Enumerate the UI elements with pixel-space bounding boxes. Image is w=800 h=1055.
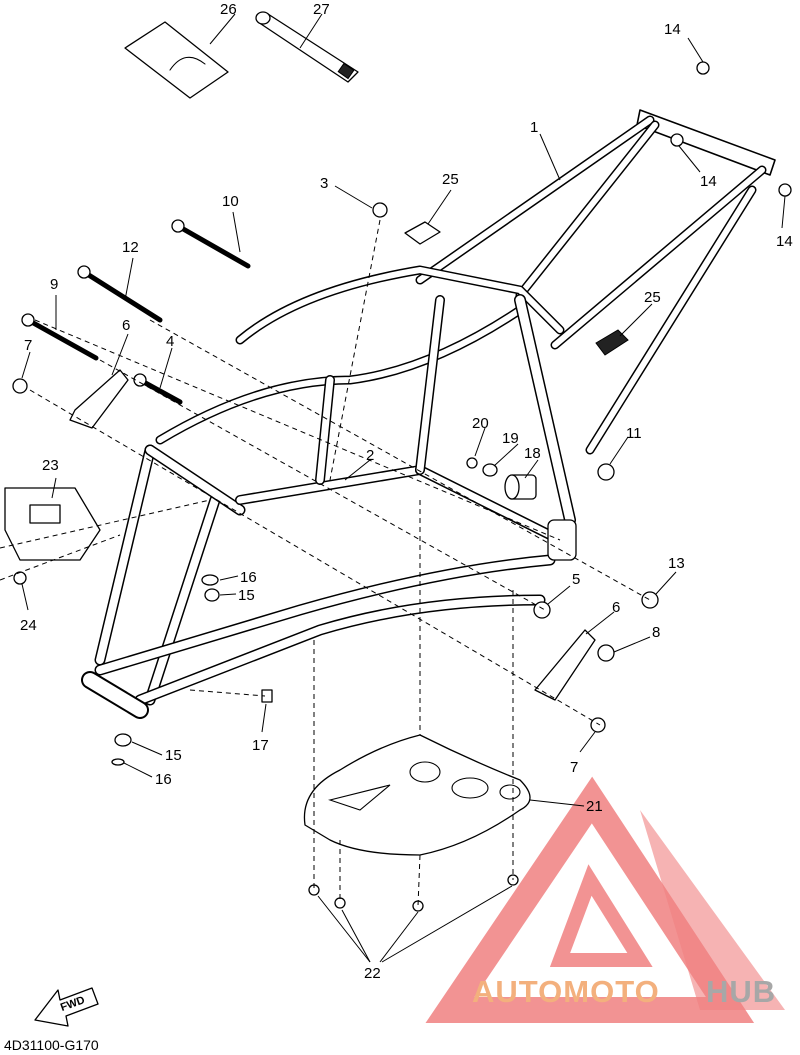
damper-25-top bbox=[404, 221, 441, 245]
bolt-4 bbox=[133, 373, 183, 405]
watermark-text-hub: HUB bbox=[706, 974, 776, 1009]
nut-14-mid bbox=[670, 133, 684, 147]
bracket-6-right bbox=[534, 629, 596, 701]
callout-7-right: 7 bbox=[570, 759, 578, 776]
bolt-15-16-mid bbox=[201, 574, 220, 602]
bolt-3 bbox=[372, 202, 388, 218]
bracket-6-left bbox=[69, 369, 129, 429]
callout-4: 4 bbox=[166, 333, 174, 350]
callout-15-low: 15 bbox=[165, 747, 182, 764]
bolt-12 bbox=[77, 265, 163, 323]
rubber-18 bbox=[504, 474, 537, 500]
callout-14-top: 14 bbox=[664, 21, 681, 38]
callout-25-right: 25 bbox=[644, 289, 661, 306]
bolts-22 bbox=[308, 874, 519, 912]
callout-16-low: 16 bbox=[155, 771, 172, 788]
watermark-text-automoto: AUTOMOTO bbox=[472, 974, 660, 1009]
callout-18: 18 bbox=[524, 445, 541, 462]
callout-12: 12 bbox=[122, 239, 139, 256]
bracket-23 bbox=[4, 487, 101, 561]
watermark-logo bbox=[425, 776, 785, 1023]
bolt-9 bbox=[21, 313, 99, 361]
callout-24: 24 bbox=[20, 617, 37, 634]
bolt-15-16-low bbox=[111, 733, 132, 766]
callout-13: 13 bbox=[668, 555, 685, 572]
callout-20: 20 bbox=[472, 415, 489, 432]
callout-14-mid: 14 bbox=[700, 173, 717, 190]
nut-11 bbox=[597, 463, 615, 481]
callout-3: 3 bbox=[320, 175, 328, 192]
callout-11: 11 bbox=[626, 425, 642, 442]
part-27-tube bbox=[255, 11, 359, 83]
callout-21: 21 bbox=[586, 798, 603, 815]
nut-14-right bbox=[778, 183, 792, 197]
leader-lines bbox=[21, 13, 786, 963]
nut-7-right bbox=[590, 717, 606, 733]
callout-6-right: 6 bbox=[612, 599, 620, 616]
callout-22: 22 bbox=[364, 965, 381, 982]
nut-13 bbox=[641, 591, 659, 609]
callout-1: 1 bbox=[530, 119, 538, 136]
callout-25-top: 25 bbox=[442, 171, 459, 188]
callout-9: 9 bbox=[50, 276, 58, 293]
nut-8 bbox=[597, 644, 615, 662]
nut-7-left bbox=[12, 378, 28, 394]
alignment-lines bbox=[0, 219, 651, 907]
engine-mount-13 bbox=[547, 519, 577, 561]
callout-26: 26 bbox=[220, 1, 237, 18]
damper-25-right bbox=[595, 329, 629, 356]
callout-15-mid: 15 bbox=[238, 587, 255, 604]
callout-8: 8 bbox=[652, 624, 660, 641]
washer-19 bbox=[482, 463, 498, 477]
callout-6-left: 6 bbox=[122, 317, 130, 334]
part-26-sticker bbox=[124, 21, 229, 99]
callout-14-right: 14 bbox=[776, 233, 793, 250]
callout-16-mid: 16 bbox=[240, 569, 257, 586]
skid-plate-21 bbox=[303, 734, 531, 856]
main-frame bbox=[81, 109, 776, 719]
bolt-10 bbox=[171, 219, 251, 269]
callout-17: 17 bbox=[252, 737, 269, 754]
nut-24 bbox=[13, 571, 27, 585]
callout-5: 5 bbox=[572, 571, 580, 588]
callout-23: 23 bbox=[42, 457, 59, 474]
callout-2: 2 bbox=[366, 447, 374, 464]
callouts: 26 27 14 1 14 14 3 25 10 12 9 6 4 7 25 1… bbox=[20, 1, 793, 982]
diagram-code: 4D31100-G170 bbox=[4, 1037, 99, 1053]
nut-14-top bbox=[696, 61, 710, 75]
callout-19: 19 bbox=[502, 430, 519, 447]
bolt-20 bbox=[466, 457, 478, 469]
nut-5 bbox=[533, 601, 551, 619]
fwd-arrow: FWD bbox=[34, 987, 99, 1027]
callout-7-left: 7 bbox=[24, 337, 32, 354]
callout-27: 27 bbox=[313, 1, 330, 18]
callout-10: 10 bbox=[222, 193, 239, 210]
